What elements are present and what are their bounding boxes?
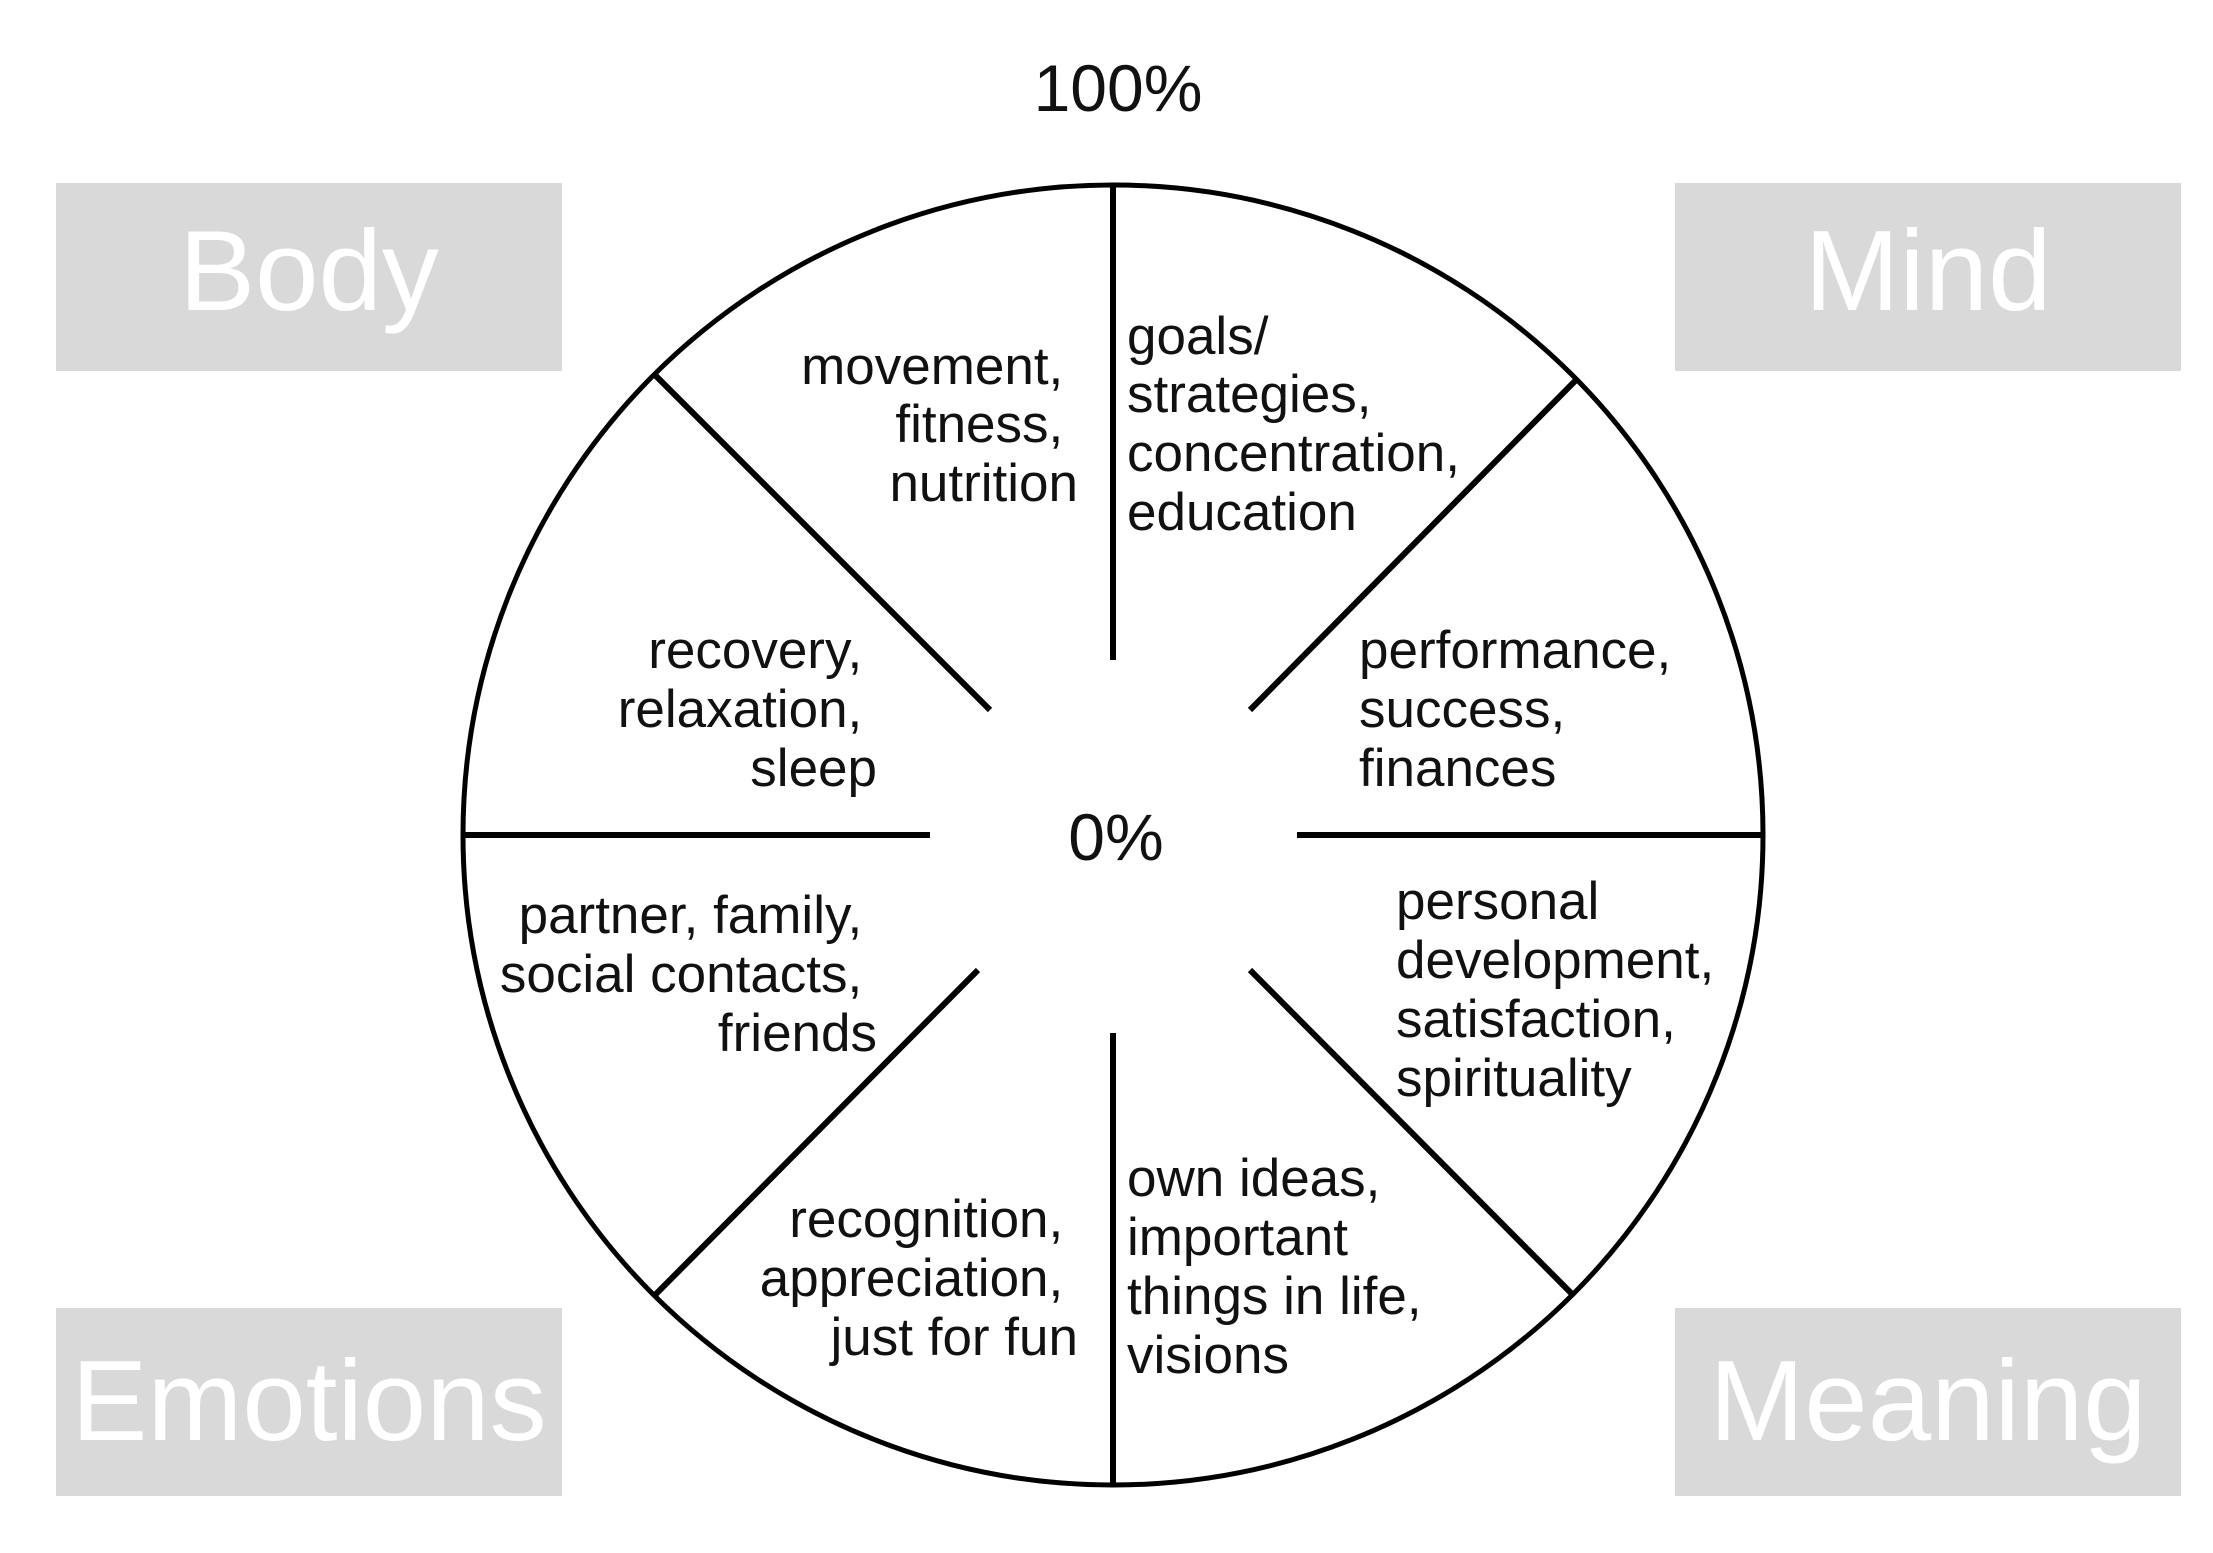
segment-line: success, xyxy=(1359,680,1565,739)
segment-line: recovery, xyxy=(648,621,862,680)
segment-line: just for fun xyxy=(829,1308,1078,1367)
scale-max-label: 100% xyxy=(1034,51,1203,125)
corner-label-emotions: Emotions xyxy=(71,1338,546,1465)
segment-line: performance, xyxy=(1359,621,1671,680)
corner-emotions: Emotions xyxy=(56,1308,562,1496)
segment-line: sleep xyxy=(750,739,877,798)
spoke-top-left xyxy=(652,372,993,713)
segment-line: important xyxy=(1127,1208,1348,1267)
segment-line: partner, family, xyxy=(519,886,863,945)
spoke-bottom-left xyxy=(652,967,981,1298)
segment-label-recognition: recognition, appreciation, just for fun xyxy=(760,1190,1078,1367)
segment-line: goals/ xyxy=(1127,307,1269,366)
segment-line: spirituality xyxy=(1396,1049,1632,1108)
segment-line: visions xyxy=(1127,1326,1289,1385)
segment-label-partner: partner, family, social contacts, friend… xyxy=(500,886,877,1063)
corner-mind: Mind xyxy=(1675,183,2181,371)
segment-label-goals: goals/ strategies, concentration, educat… xyxy=(1127,307,1475,542)
segment-label-own-ideas: own ideas, important things in life, vis… xyxy=(1127,1149,1436,1385)
segment-line: personal xyxy=(1396,872,1599,931)
segment-label-recovery: recovery, relaxation, sleep xyxy=(618,621,877,798)
segment-line: social contacts, xyxy=(500,945,862,1004)
corner-box-body xyxy=(56,183,562,371)
segment-label-movement: movement, fitness, nutrition xyxy=(801,337,1078,513)
corner-box-mind xyxy=(1675,183,2181,371)
wheel-spokes xyxy=(463,185,1763,1485)
segment-line: fitness, xyxy=(895,395,1063,454)
segment-line: strategies, xyxy=(1127,365,1372,424)
segment-line: recognition, xyxy=(789,1190,1063,1249)
segment-label-personal-development: personal development, satisfaction, spir… xyxy=(1396,872,1729,1108)
corner-box-meaning xyxy=(1675,1308,2181,1496)
segment-line: satisfaction, xyxy=(1396,990,1676,1049)
corner-body: Body xyxy=(56,183,562,371)
corner-label-meaning: Meaning xyxy=(1709,1338,2146,1465)
segment-line: nutrition xyxy=(889,454,1078,513)
spoke-bottom-right xyxy=(1247,967,1576,1298)
segment-labels: movement, fitness, nutrition goals/ stra… xyxy=(500,307,1729,1385)
segment-line: movement, xyxy=(801,337,1063,396)
segment-line: relaxation, xyxy=(618,680,863,739)
segment-line: appreciation, xyxy=(760,1249,1063,1308)
corner-box-emotions xyxy=(56,1308,562,1496)
segment-line: concentration, xyxy=(1127,424,1460,483)
corner-label-body: Body xyxy=(179,208,439,335)
segment-line: own ideas, xyxy=(1127,1149,1380,1208)
spoke-top-right xyxy=(1247,377,1579,713)
segment-label-performance: performance, success, finances xyxy=(1359,621,1686,798)
scale-min-label: 0% xyxy=(1068,800,1163,874)
corner-meaning: Meaning xyxy=(1675,1308,2181,1496)
segment-line: finances xyxy=(1359,739,1556,798)
segment-line: education xyxy=(1127,483,1357,542)
segment-line: development, xyxy=(1396,931,1714,990)
segment-line: friends xyxy=(718,1004,877,1063)
corner-label-mind: Mind xyxy=(1804,208,2051,335)
segment-line: things in life, xyxy=(1127,1267,1422,1326)
